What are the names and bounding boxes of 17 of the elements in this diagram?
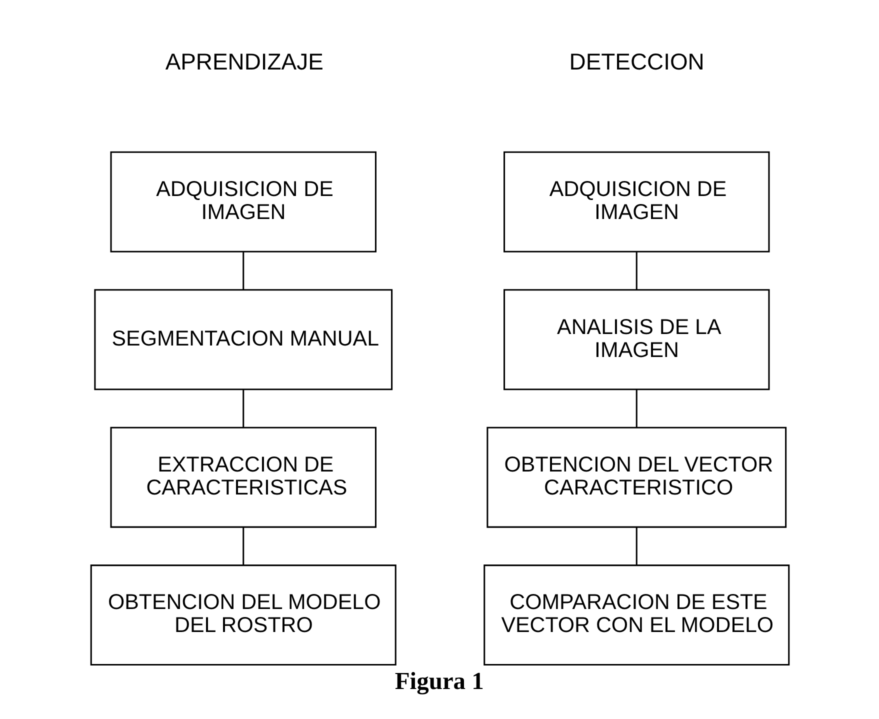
connector	[242, 527, 244, 565]
connector	[635, 390, 637, 428]
node-box: ADQUISICION DE IMAGEN	[110, 151, 376, 252]
label: APRENDIZAJE	[164, 48, 323, 75]
label: DETECCION	[568, 48, 704, 75]
node-box: OBTENCION DEL VECTOR CARACTERISTICO	[486, 426, 786, 528]
node-box: ADQUISICION DE IMAGEN	[503, 151, 770, 252]
connector	[635, 252, 637, 290]
node-box: COMPARACION DE ESTE VECTOR CON EL MODELO	[483, 564, 790, 666]
node-box: OBTENCION DEL MODELO DEL ROSTRO	[90, 564, 396, 666]
connector	[635, 527, 637, 565]
connector	[242, 390, 244, 428]
node-box: SEGMENTACION MANUAL	[94, 289, 392, 390]
node-box: EXTRACCION DE CARACTERISTICAS	[110, 426, 376, 528]
connector	[242, 252, 244, 290]
caption: Figura 1	[394, 668, 484, 695]
node-box: ANALISIS DE LA IMAGEN	[503, 289, 770, 390]
